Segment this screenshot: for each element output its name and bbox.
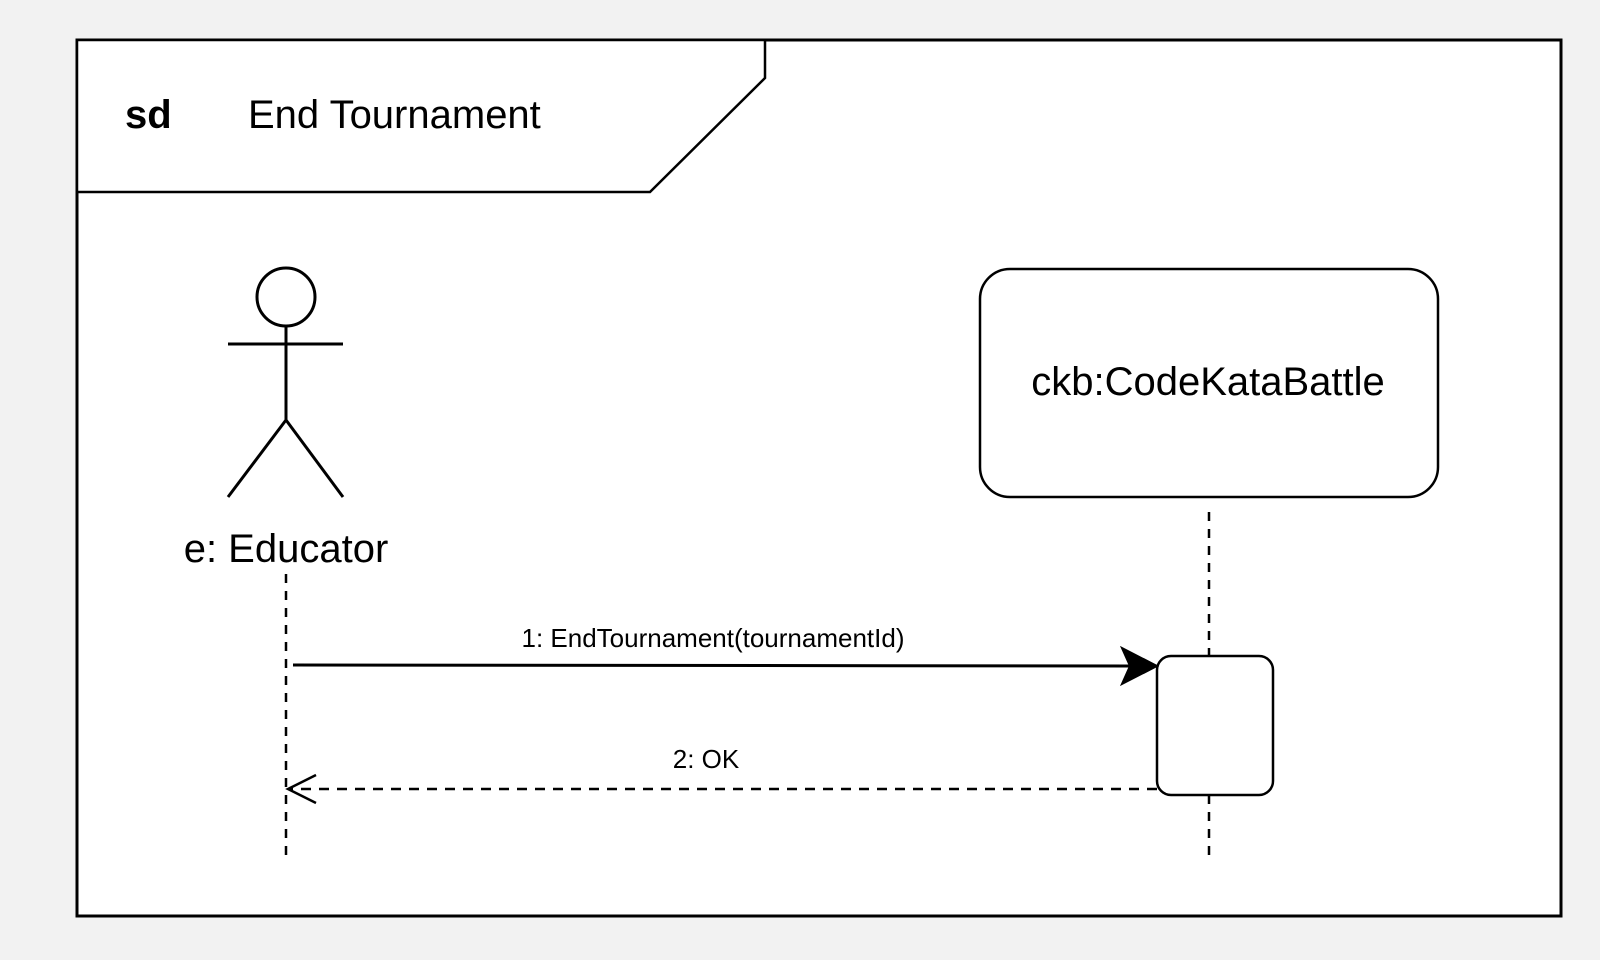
frame-keyword: sd bbox=[125, 93, 172, 137]
message-1-arrowhead bbox=[1119, 645, 1160, 687]
message-ok-reply bbox=[285, 773, 1157, 805]
actor-right-leg bbox=[284, 419, 345, 498]
actor-left-leg bbox=[226, 419, 288, 498]
frame-title: End Tournament bbox=[248, 93, 541, 137]
frame-name-tab bbox=[75, 38, 767, 194]
message-1-arrow-line bbox=[292, 663, 1131, 668]
object-codekatabattle-label: ckb:CodeKataBattle bbox=[1031, 360, 1385, 404]
object-codekatabattle bbox=[978, 267, 1440, 499]
activation-bar bbox=[1155, 654, 1275, 797]
actor-educator bbox=[226, 266, 345, 498]
message-1-label: 1: EndTournament(tournamentId) bbox=[522, 623, 905, 653]
actor-educator-label: e: Educator bbox=[184, 527, 389, 571]
message-end-tournament bbox=[292, 645, 1160, 687]
message-2-label: 2: OK bbox=[673, 744, 740, 774]
message-2-arrowhead bbox=[285, 773, 317, 805]
